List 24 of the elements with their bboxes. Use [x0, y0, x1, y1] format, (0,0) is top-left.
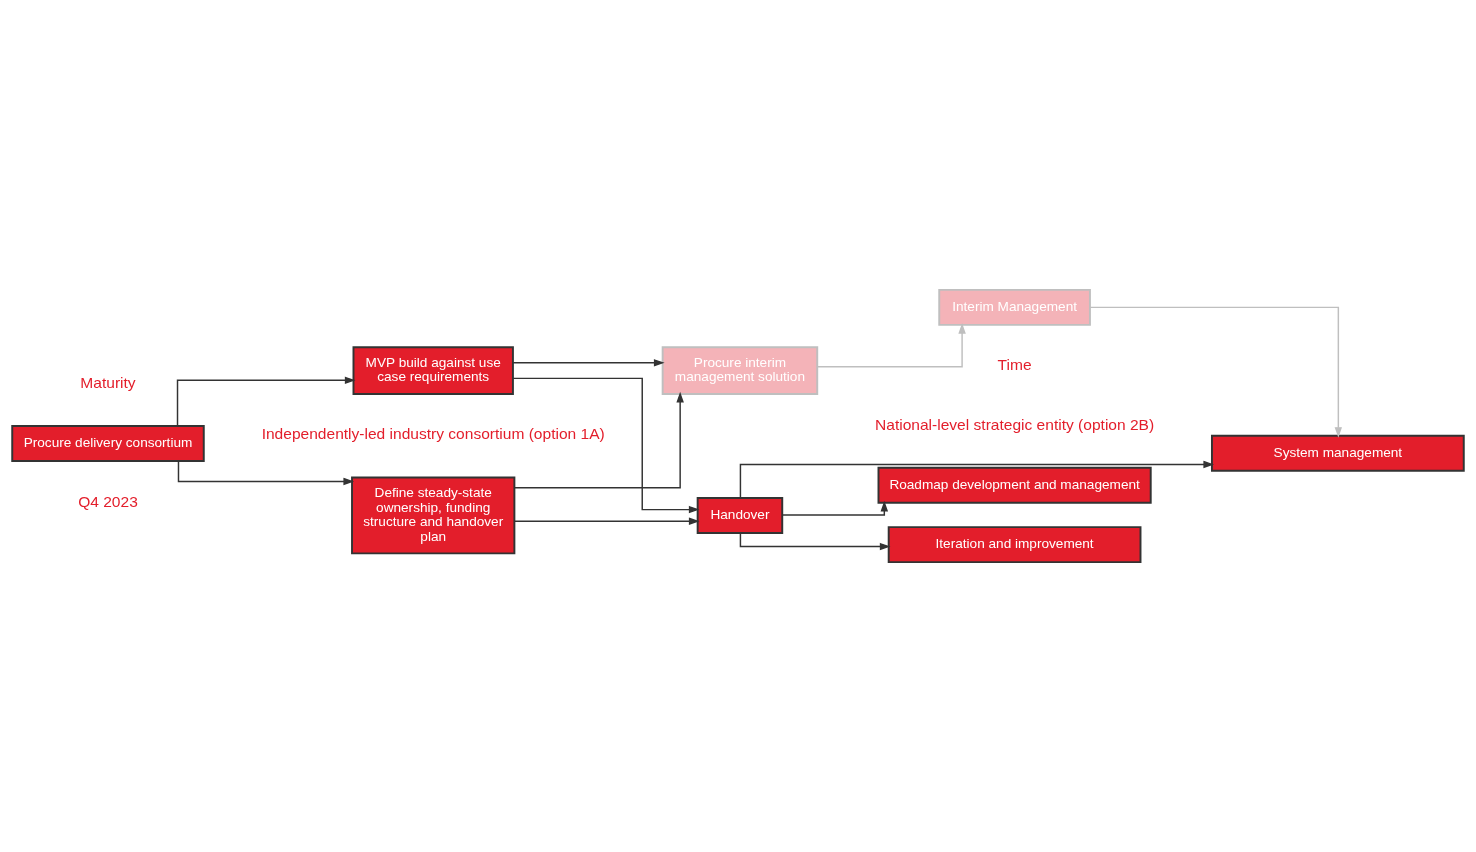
- node-box: Procure delivery consortium: [11, 425, 205, 462]
- node-box: Handover: [696, 496, 784, 534]
- label: Time: [997, 356, 1032, 374]
- arrow: [513, 517, 700, 526]
- arrow: [1089, 306, 1343, 438]
- label: National-level strategic entity (option 2B): [875, 415, 1155, 433]
- arrow: [739, 532, 891, 551]
- label: Maturity: [80, 373, 136, 391]
- label: Independently-led industry consortium (option 1A): [261, 425, 605, 443]
- node-box: Interim Management: [938, 288, 1091, 326]
- node-box: System management: [1211, 434, 1465, 472]
- node-box: Procure interim management solution: [661, 346, 819, 395]
- label: Q4 2023: [78, 492, 138, 510]
- node-box: Roadmap development and management: [877, 466, 1152, 504]
- node-box: MVP build against use case requirements: [352, 346, 514, 395]
- arrow: [176, 376, 356, 427]
- node-box: Define steady-state ownership, funding structure and handover plan: [351, 476, 516, 555]
- arrow: [739, 460, 1215, 499]
- arrow: [816, 322, 966, 368]
- arrow: [512, 377, 700, 514]
- arrow: [513, 391, 684, 489]
- arrow: [781, 500, 889, 516]
- arrow: [512, 359, 665, 367]
- node-box: Iteration and improvement: [887, 526, 1142, 564]
